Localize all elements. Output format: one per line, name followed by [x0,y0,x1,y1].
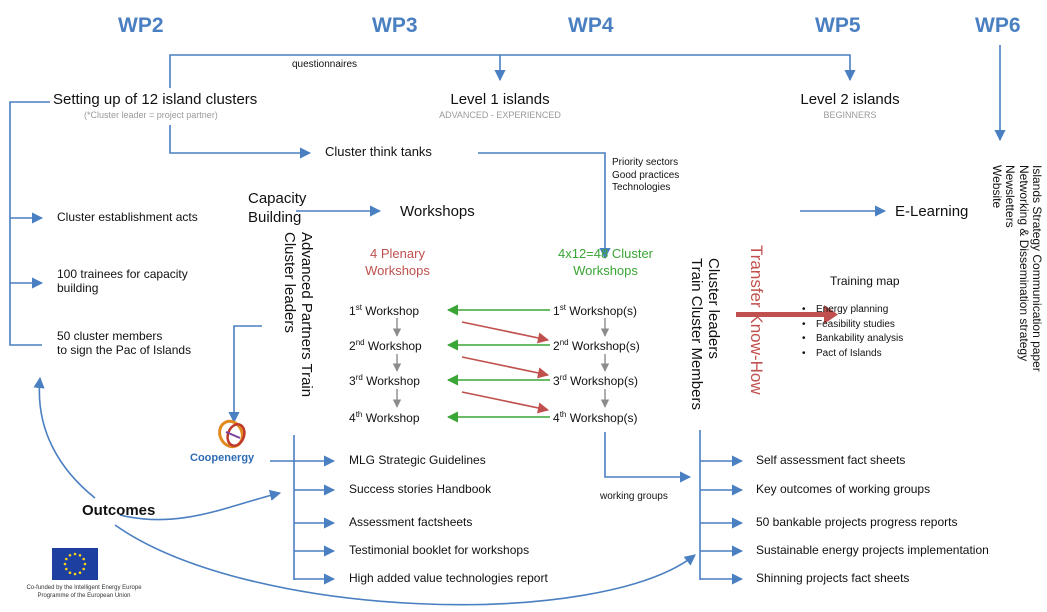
working-groups-label: working groups [600,491,668,502]
vertical-line: Networking & Dissemination strategy [1016,165,1031,362]
outcome-item: MLG Strategic Guidelines [349,453,486,467]
vertical-line: Islands Strategy Communication paper [1030,165,1044,372]
level2-islands: Level 2 islands [800,91,900,108]
training-map-title: Training map [830,274,900,288]
cluster-workshop-3: 3rd Workshop(s) [553,373,638,388]
eu-cofunding-caption: Co-funded by the Intelligent Energy Euro… [26,585,142,599]
wp5-header: WP5 [815,14,861,37]
priority-item: Priority sectors [612,157,679,168]
level1-islands: Level 1 islands [450,91,550,108]
vertical-line: Train Cluster Members [688,258,706,410]
coopenergy-logo-icon [218,419,246,449]
level1-subtitle: ADVANCED - EXPERIENCED [439,110,561,120]
cluster-members-pact: 50 cluster members to sign the Pac of Is… [57,329,192,357]
training-map-item: Feasibility studies [802,318,903,333]
level2-subtitle: BEGINNERS [823,110,877,120]
plenary-workshop-3: 3rd Workshop [349,373,420,388]
questionnaires-label: questionnaires [292,59,358,70]
plenary-workshops-title: 4 Plenary Workshops [365,246,430,278]
plenary-workshop-2: 2nd Workshop [349,338,422,353]
training-map-item: Energy planning [802,303,903,318]
plenary-workshop-4: 4th Workshop [349,410,420,425]
outcome-item: Assessment factsheets [349,515,473,529]
wp4-header: WP4 [568,14,614,37]
outcome-item: Testimonial booklet for workshops [349,543,530,557]
priority-item: Good practices [612,169,680,181]
cluster-workshop-1: 1st Workshop(s) [553,303,638,318]
cluster-think-tanks: Cluster think tanks [325,144,432,159]
wp2-header: WP2 [118,14,164,37]
outcome-item: Success stories Handbook [349,482,492,496]
outcome-item: Shinning projects fact sheets [756,571,910,585]
setting-up-clusters: Setting up of 12 island clusters [53,91,258,108]
priority-list: Priority sectors Good practices Technolo… [612,157,679,195]
cluster-workshops-title: 4x12=48 Cluster Workshops [557,246,654,278]
capacity-building: Capacity Building [248,190,307,226]
cluster-leader-note: (*Cluster leader = project partner) [84,110,218,120]
cluster-workshop-2: 2nd Workshop(s) [553,338,640,353]
training-map-list: Energy planning Feasibility studies Bank… [802,303,903,361]
wp6-header: WP6 [975,14,1021,37]
cluster-establishment-acts: Cluster establishment acts [57,210,198,224]
outcome-item: Sustainable energy projects implementati… [756,543,989,557]
wp3-header: WP3 [372,14,418,37]
trainees-capacity-building: 100 trainees for capacity building [57,267,188,295]
transfer-know-how: Transfer Know-How [747,245,766,395]
vertical-line: Website [989,165,1004,209]
outcome-item: Key outcomes of working groups [756,482,931,496]
priority-item: Technologies [612,182,671,193]
cluster-leaders-train: Cluster leaders Train Cluster Members [687,258,722,410]
outcome-item: High added value technologies report [349,571,548,585]
outcomes-label: Outcomes [82,502,156,519]
workshops-label: Workshops [400,203,475,220]
coopenergy-logo-text: Coopenergy [190,452,255,464]
outcome-item: 50 bankable projects progress reports [756,515,958,529]
training-map-item: Bankability analysis [802,332,903,347]
vertical-line: Newsletters [1003,165,1018,228]
advanced-partners-train: Advanced Partners Train Cluster leaders [280,232,315,398]
eu-flag-icon [52,548,98,580]
cluster-workshop-4: 4th Workshop(s) [553,410,638,425]
training-map-item: Pact of Islands [802,347,903,362]
outcome-item: Self assessment fact sheets [756,453,906,467]
wp6-deliverables: Islands Strategy Communication paper Net… [989,165,1044,372]
plenary-workshop-1: 1st Workshop [349,303,420,318]
elearning-label: E-Learning [895,203,969,220]
vertical-line: Advanced Partners Train [298,232,315,398]
vertical-line: Cluster leaders [281,232,299,333]
vertical-line: Cluster leaders [705,258,722,359]
